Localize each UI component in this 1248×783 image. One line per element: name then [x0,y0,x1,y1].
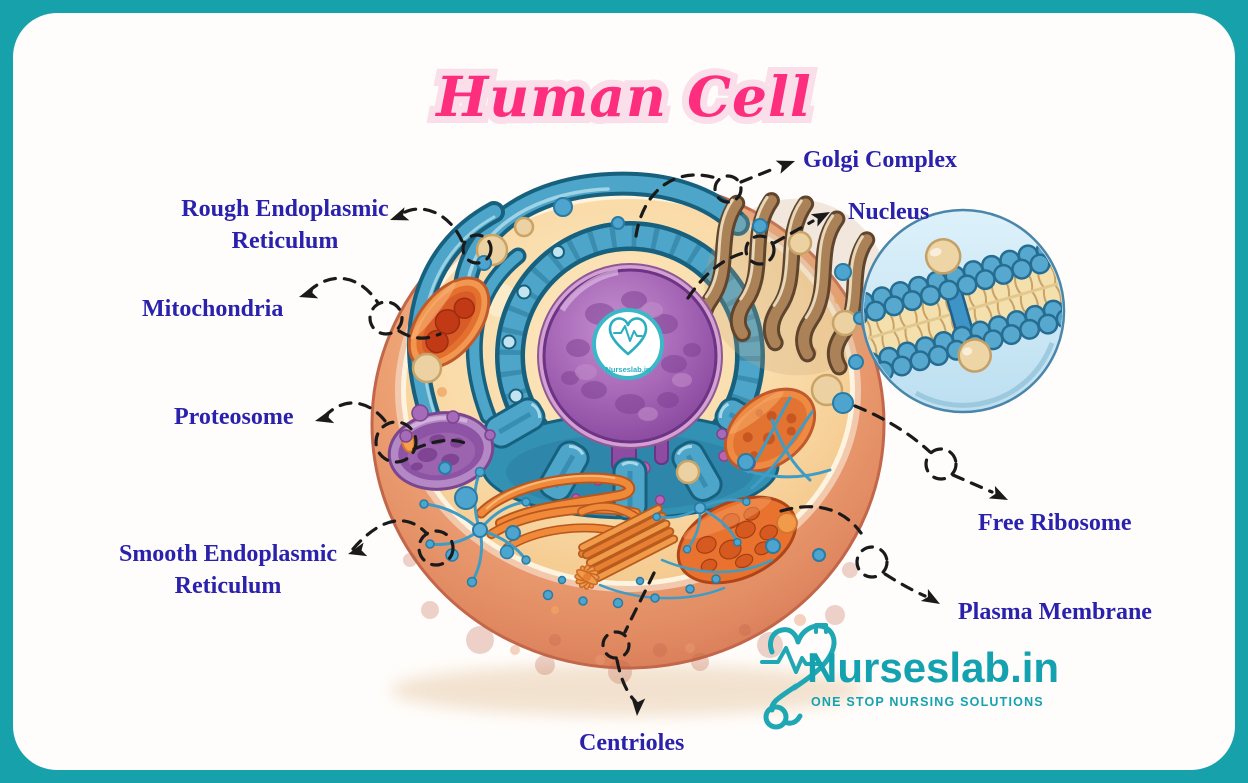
dashed-circle-plasma-membrane [855,545,889,579]
logo-wordmark: Nurseslab.in [807,644,1060,691]
arrow-free-ribosome [853,404,932,454]
membrane-protein-sphere-top [924,238,962,275]
arrow-centrioles [623,571,656,634]
cell-illustration: Nurseslab.in [370,171,888,716]
label-centrioles: Centrioles [579,730,685,756]
nurseslab-logo-icon [760,623,837,730]
arrow-smooth-er [351,519,429,551]
label-rough-endoplasmic-reticulum: Rough Endoplasmic Reticulum [181,196,389,255]
cell-diagram-illustration: Nurseslab.in [299,160,1066,730]
arrow-mitochondria [306,276,380,305]
label-nucleus: Nucleus [848,199,930,225]
dashed-circle-rough-er [461,233,493,265]
nucleus-watermark: Nurseslab.in [592,308,664,380]
poster-card: Nurseslab.in [13,13,1235,770]
watermark-text: Nurseslab.in [605,365,650,374]
plasma-membrane-zoom [860,208,1066,414]
label-mitochondria: Mitochondria [142,296,284,322]
mitochondrion-top-left [407,276,491,370]
label-golgi-complex: Golgi Complex [803,147,957,173]
label-proteosome: Proteosome [174,404,294,430]
dashed-circle-nucleus [744,234,776,266]
arrow-rough-er [398,207,464,243]
logo-tagline: ONE STOP NURSING SOLUTIONS [811,695,1044,709]
arrow-proteosome [322,401,390,427]
membrane-mottling [403,553,858,684]
arrow-plasma-membrane [779,505,863,535]
dashed-circle-centrioles [601,630,631,660]
arrowheads [299,160,1008,716]
label-plasma-membrane: Plasma Membrane [958,599,1152,625]
dashed-circle-mitochondria [368,300,404,336]
label-free-ribosome: Free Ribosome [978,510,1132,536]
microtubule-aster-right [652,497,751,554]
microtubule-strands [598,396,832,600]
arrow-golgi [634,173,718,238]
watermark-logo-icon [608,317,648,356]
dashed-circle-smooth-er [417,529,455,567]
centrioles-illustration [574,504,679,590]
label-smooth-endoplasmic-reticulum: Smooth Endoplasmic Reticulum [118,541,338,600]
dashed-circle-proteosome [374,420,418,464]
microtubule-aster-left [419,466,531,588]
dashed-circle-free-ribosome [924,447,958,481]
arrow-nucleus [686,250,749,300]
callout-arrows [306,165,994,703]
dashed-circle-golgi [713,174,743,204]
smooth-er-illustration [475,472,646,553]
